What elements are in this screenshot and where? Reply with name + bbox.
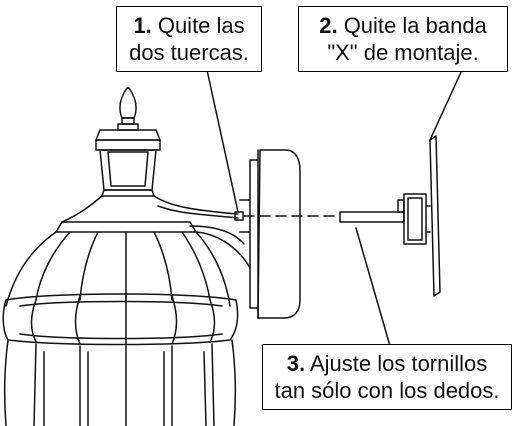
callout-3-number: 3.: [286, 351, 306, 376]
screw-illustration: [339, 211, 405, 223]
callout-3-line1: Ajuste los tornillos: [309, 351, 488, 376]
nut-icon: [234, 211, 244, 221]
callout-2-number: 2.: [319, 13, 338, 38]
callout-3-line2: tan sólo con los dedos.: [274, 378, 500, 403]
callout-1-number: 1.: [133, 13, 152, 38]
callout-2-line2: "X" de montaje.: [327, 40, 479, 65]
leader-lines: [206, 69, 463, 347]
callout-1-line1: Quite las: [157, 13, 245, 38]
callout-tighten-screws: 3. Ajuste los tornillos tan sólo con los…: [262, 344, 512, 410]
callout-2-line1: Quite la banda: [343, 13, 487, 38]
callout-1-line2: dos tuercas.: [129, 40, 249, 65]
callout-remove-strap: 2. Quite la banda "X" de montaje.: [298, 6, 508, 72]
callout-remove-nuts: 1. Quite las dos tuercas.: [116, 6, 262, 72]
mounting-plate-illustration: [397, 135, 441, 297]
wall-bracket-illustration: [239, 149, 301, 319]
lantern-illustration: [2, 87, 251, 426]
